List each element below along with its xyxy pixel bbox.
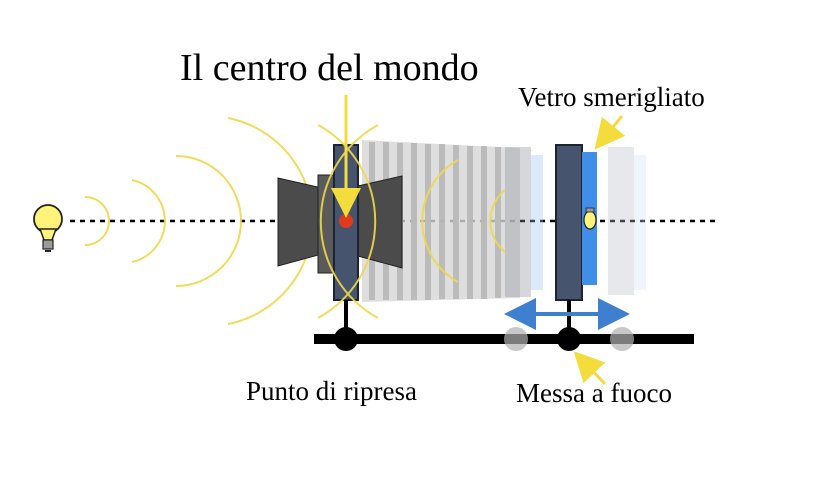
ground-glass-label: Vetro smerigliato bbox=[518, 82, 705, 112]
rear-standard bbox=[555, 144, 583, 301]
light-bulb-icon bbox=[33, 204, 63, 252]
small-bulb-icon bbox=[583, 207, 597, 230]
ground-glass-arrow bbox=[594, 115, 626, 150]
lens-center-dot bbox=[339, 214, 353, 228]
diagram-title: Il centro del mondo bbox=[180, 47, 479, 89]
front-knob bbox=[334, 327, 358, 351]
lens bbox=[277, 174, 403, 274]
converging-wavefronts bbox=[317, 124, 506, 319]
focus-pointer-arrow bbox=[573, 351, 607, 386]
ghost-knob-right bbox=[610, 327, 634, 351]
rear-knob bbox=[557, 327, 581, 351]
ghost-knob-left bbox=[504, 327, 528, 351]
shooting-point-label: Punto di ripresa bbox=[246, 376, 417, 406]
ghost-rear-standards bbox=[505, 147, 646, 297]
focusing-label: Messa a fuoco bbox=[516, 378, 672, 408]
